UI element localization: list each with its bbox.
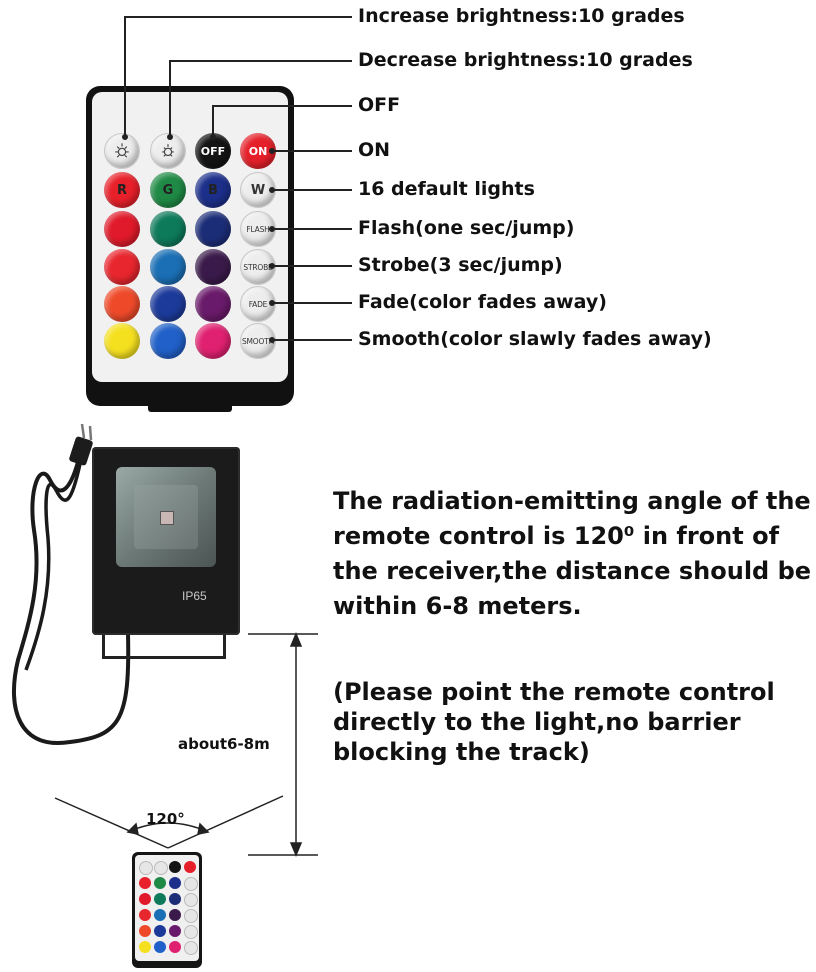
led-chip <box>160 511 174 525</box>
color-button-red-3[interactable] <box>104 249 140 285</box>
pointing-note: (Please point the remote control directl… <box>333 678 775 766</box>
range-description: The radiation-emitting angle of the remo… <box>333 487 812 620</box>
power-cord <box>11 423 131 746</box>
callout-on: ON <box>358 139 391 161</box>
remote-battery-tab <box>148 402 232 412</box>
color-button-orange[interactable] <box>104 286 140 322</box>
color-button-blue-light[interactable] <box>150 249 186 285</box>
led-reflector <box>116 467 216 567</box>
distance-guide <box>54 632 318 857</box>
plug-icon <box>69 423 93 466</box>
angle-label: 120° <box>146 810 185 828</box>
callout-flash: Flash(one sec/jump) <box>358 217 575 239</box>
green-button[interactable]: G <box>150 172 186 208</box>
color-button-purple[interactable] <box>195 286 231 322</box>
ip-rating: IP65 <box>182 589 207 603</box>
callout-default-lights: 16 default lights <box>358 178 535 200</box>
brightness-up-button[interactable] <box>104 133 140 169</box>
distance-label: about6-8m <box>178 735 270 753</box>
color-button-blue-2[interactable] <box>195 211 231 247</box>
color-button-pink[interactable] <box>195 323 231 359</box>
flood-light: IP65 <box>92 447 240 635</box>
callout-decrease-brightness: Decrease brightness:10 grades <box>358 49 693 71</box>
callout-off: OFF <box>358 94 401 116</box>
color-button-blue-bright[interactable] <box>150 323 186 359</box>
callout-smooth: Smooth(color slawly fades away) <box>358 328 712 350</box>
callout-lines <box>122 16 352 343</box>
blue-button[interactable]: B <box>195 172 231 208</box>
callout-strobe: Strobe(3 sec/jump) <box>358 254 563 276</box>
sun-dim-icon <box>162 144 174 157</box>
color-button-yellow[interactable] <box>104 323 140 359</box>
color-button-red-2[interactable] <box>104 211 140 247</box>
sun-icon <box>115 143 129 158</box>
color-button-blue-mid[interactable] <box>150 286 186 322</box>
color-button-purple-dark[interactable] <box>195 249 231 285</box>
mini-remote-face <box>135 855 199 961</box>
led-panel <box>134 485 198 549</box>
color-button-green-2[interactable] <box>150 211 186 247</box>
mounting-bracket <box>102 635 226 659</box>
red-button[interactable]: R <box>104 172 140 208</box>
callout-increase-brightness: Increase brightness:10 grades <box>358 5 685 27</box>
mini-remote <box>132 852 202 968</box>
callout-fade: Fade(color fades away) <box>358 291 607 313</box>
